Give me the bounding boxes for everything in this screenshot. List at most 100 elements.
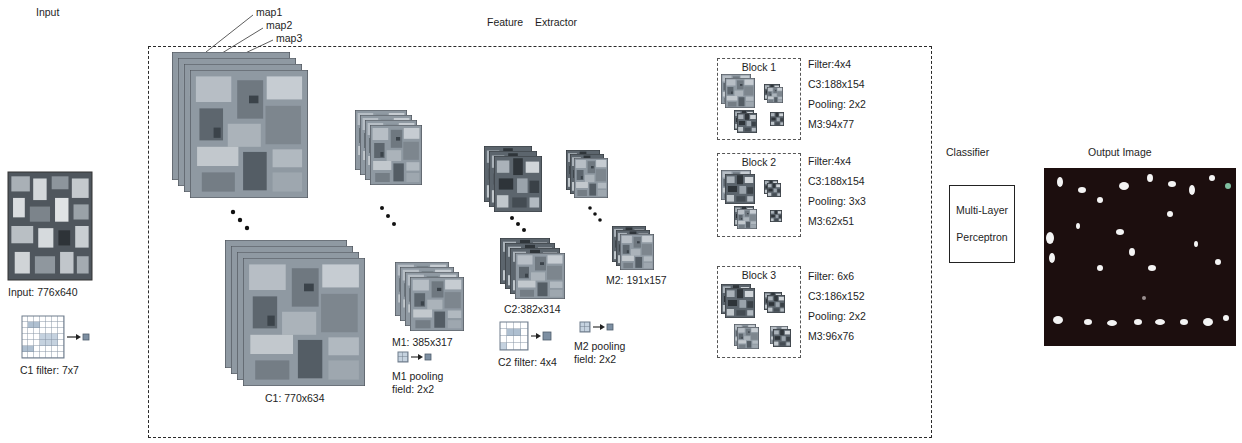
output-image: [1057, 177, 1063, 187]
output-image: [1142, 296, 1146, 300]
m1-pooling-icon: [411, 356, 419, 357]
output-image: [1097, 197, 1103, 203]
c1-filter-icon: [22, 316, 64, 358]
m2-pooling-icon: [607, 324, 613, 330]
block-region: Block 1: [717, 58, 801, 140]
output-image: [1053, 316, 1063, 324]
block-param: C3:188x154: [808, 78, 865, 91]
block-maps: [737, 113, 757, 133]
c1-feature-maps: [243, 258, 365, 386]
c2-filter-icon: [500, 322, 551, 350]
output-image: [1225, 183, 1231, 189]
output-image: [1097, 265, 1103, 271]
m1-pooling-icon: [398, 352, 431, 362]
c2-feature-maps: [510, 216, 514, 220]
output-image: [1148, 265, 1156, 271]
block-param: C3:188x154: [808, 175, 865, 188]
block-param: Filter:4x4: [808, 58, 851, 71]
c2-feature-maps: [516, 222, 520, 226]
input-image: [8, 172, 92, 280]
block-maps: [725, 174, 755, 204]
output-image: [1044, 168, 1236, 346]
size-label: C1: 770x634: [265, 392, 325, 405]
c1-filter-icon: [76, 334, 81, 340]
region-heading: Feature Extractor: [487, 16, 577, 28]
m2-pooling-icon: [580, 322, 590, 332]
c1-filter-icon: [22, 316, 89, 358]
m1-pooling-icon: [425, 354, 431, 360]
m1-feature-maps: [392, 222, 396, 226]
output-image: [1180, 319, 1188, 325]
column-heading: Input: [36, 6, 59, 19]
block-param: C3:186x152: [808, 290, 865, 303]
block-param: M3:62x51: [808, 215, 854, 228]
c2-filter-icon: [536, 333, 541, 339]
m2-pooling-icon: [593, 326, 601, 327]
size-label: M1: 385x317: [392, 336, 453, 349]
m2-pooling-icon: [580, 322, 613, 332]
output-image: [1134, 319, 1142, 325]
m2-feature-maps: [588, 206, 592, 210]
output-image: [1189, 185, 1195, 195]
m1-feature-maps: [370, 125, 422, 185]
output-image: [1084, 319, 1092, 325]
m2-feature-maps: [593, 212, 597, 216]
size-label: C2:382x314: [504, 303, 561, 316]
map-label: map1: [256, 6, 282, 19]
input-image: [8, 172, 92, 280]
output-image: [1168, 181, 1176, 187]
m2-feature-maps: [598, 218, 602, 222]
filter-label: C2 filter: 4x4: [498, 356, 557, 369]
block-maps: [767, 295, 785, 313]
c2-feature-maps: [494, 156, 542, 212]
m1-feature-maps: [410, 277, 464, 331]
m1-pooling-icon: [418, 354, 423, 360]
size-label: Input: 776x640: [8, 286, 77, 299]
output-image: [1155, 319, 1165, 325]
block-maps: [767, 183, 781, 197]
output-image: [1044, 168, 1236, 346]
block-title: Block 2: [718, 154, 800, 168]
m2-pooling-icon: [600, 324, 605, 330]
classifier-box: Multi-Layer Perceptron: [949, 185, 1015, 263]
m1-pooling-icon: [398, 352, 408, 362]
block-region: Block 2: [717, 153, 801, 237]
block-param: M3:94x77: [808, 118, 854, 131]
c2-filter-icon: [500, 322, 528, 350]
output-image: [1203, 318, 1213, 326]
c2-feature-maps: [484, 146, 565, 299]
block-maps: [737, 327, 759, 349]
m1-pooling-icon: [398, 352, 408, 362]
pooling-label: M2 pooling field: 2x2: [574, 340, 640, 366]
output-image: [1046, 232, 1054, 244]
output-image: [1129, 248, 1135, 256]
c1-filter-icon: [22, 316, 64, 358]
box-label: Multi-Layer Perceptron: [954, 197, 1010, 252]
output-image: [1223, 315, 1229, 321]
m2-pooling-icon: [580, 322, 590, 332]
c1-feature-maps: [172, 52, 365, 386]
block-maps: [770, 210, 782, 222]
output-image: [1215, 259, 1221, 265]
block-param: Pooling: 2x2: [808, 310, 866, 323]
m1-feature-maps: [355, 110, 464, 331]
block-region: Block 3: [717, 266, 801, 358]
pooling-label: M1 pooling field: 2x2: [392, 370, 456, 396]
block-param: Filter: 6x6: [808, 270, 854, 283]
map-label: map3: [276, 32, 302, 45]
output-image: [1167, 211, 1173, 217]
block-maps: [721, 74, 791, 349]
filter-label: C1 filter: 7x7: [20, 364, 79, 377]
m1-pooling-icon: [398, 352, 408, 362]
output-image: [1107, 320, 1117, 326]
c1-filter-icon: [67, 336, 77, 337]
block-maps: [773, 329, 791, 347]
output-image: [1194, 241, 1198, 247]
output-image: [1147, 174, 1153, 182]
output-image: [1076, 223, 1080, 229]
c1-feature-maps: [231, 210, 235, 214]
output-image: [1209, 175, 1215, 181]
m2-pooling-icon: [580, 322, 590, 332]
c1-feature-maps: [245, 226, 249, 230]
